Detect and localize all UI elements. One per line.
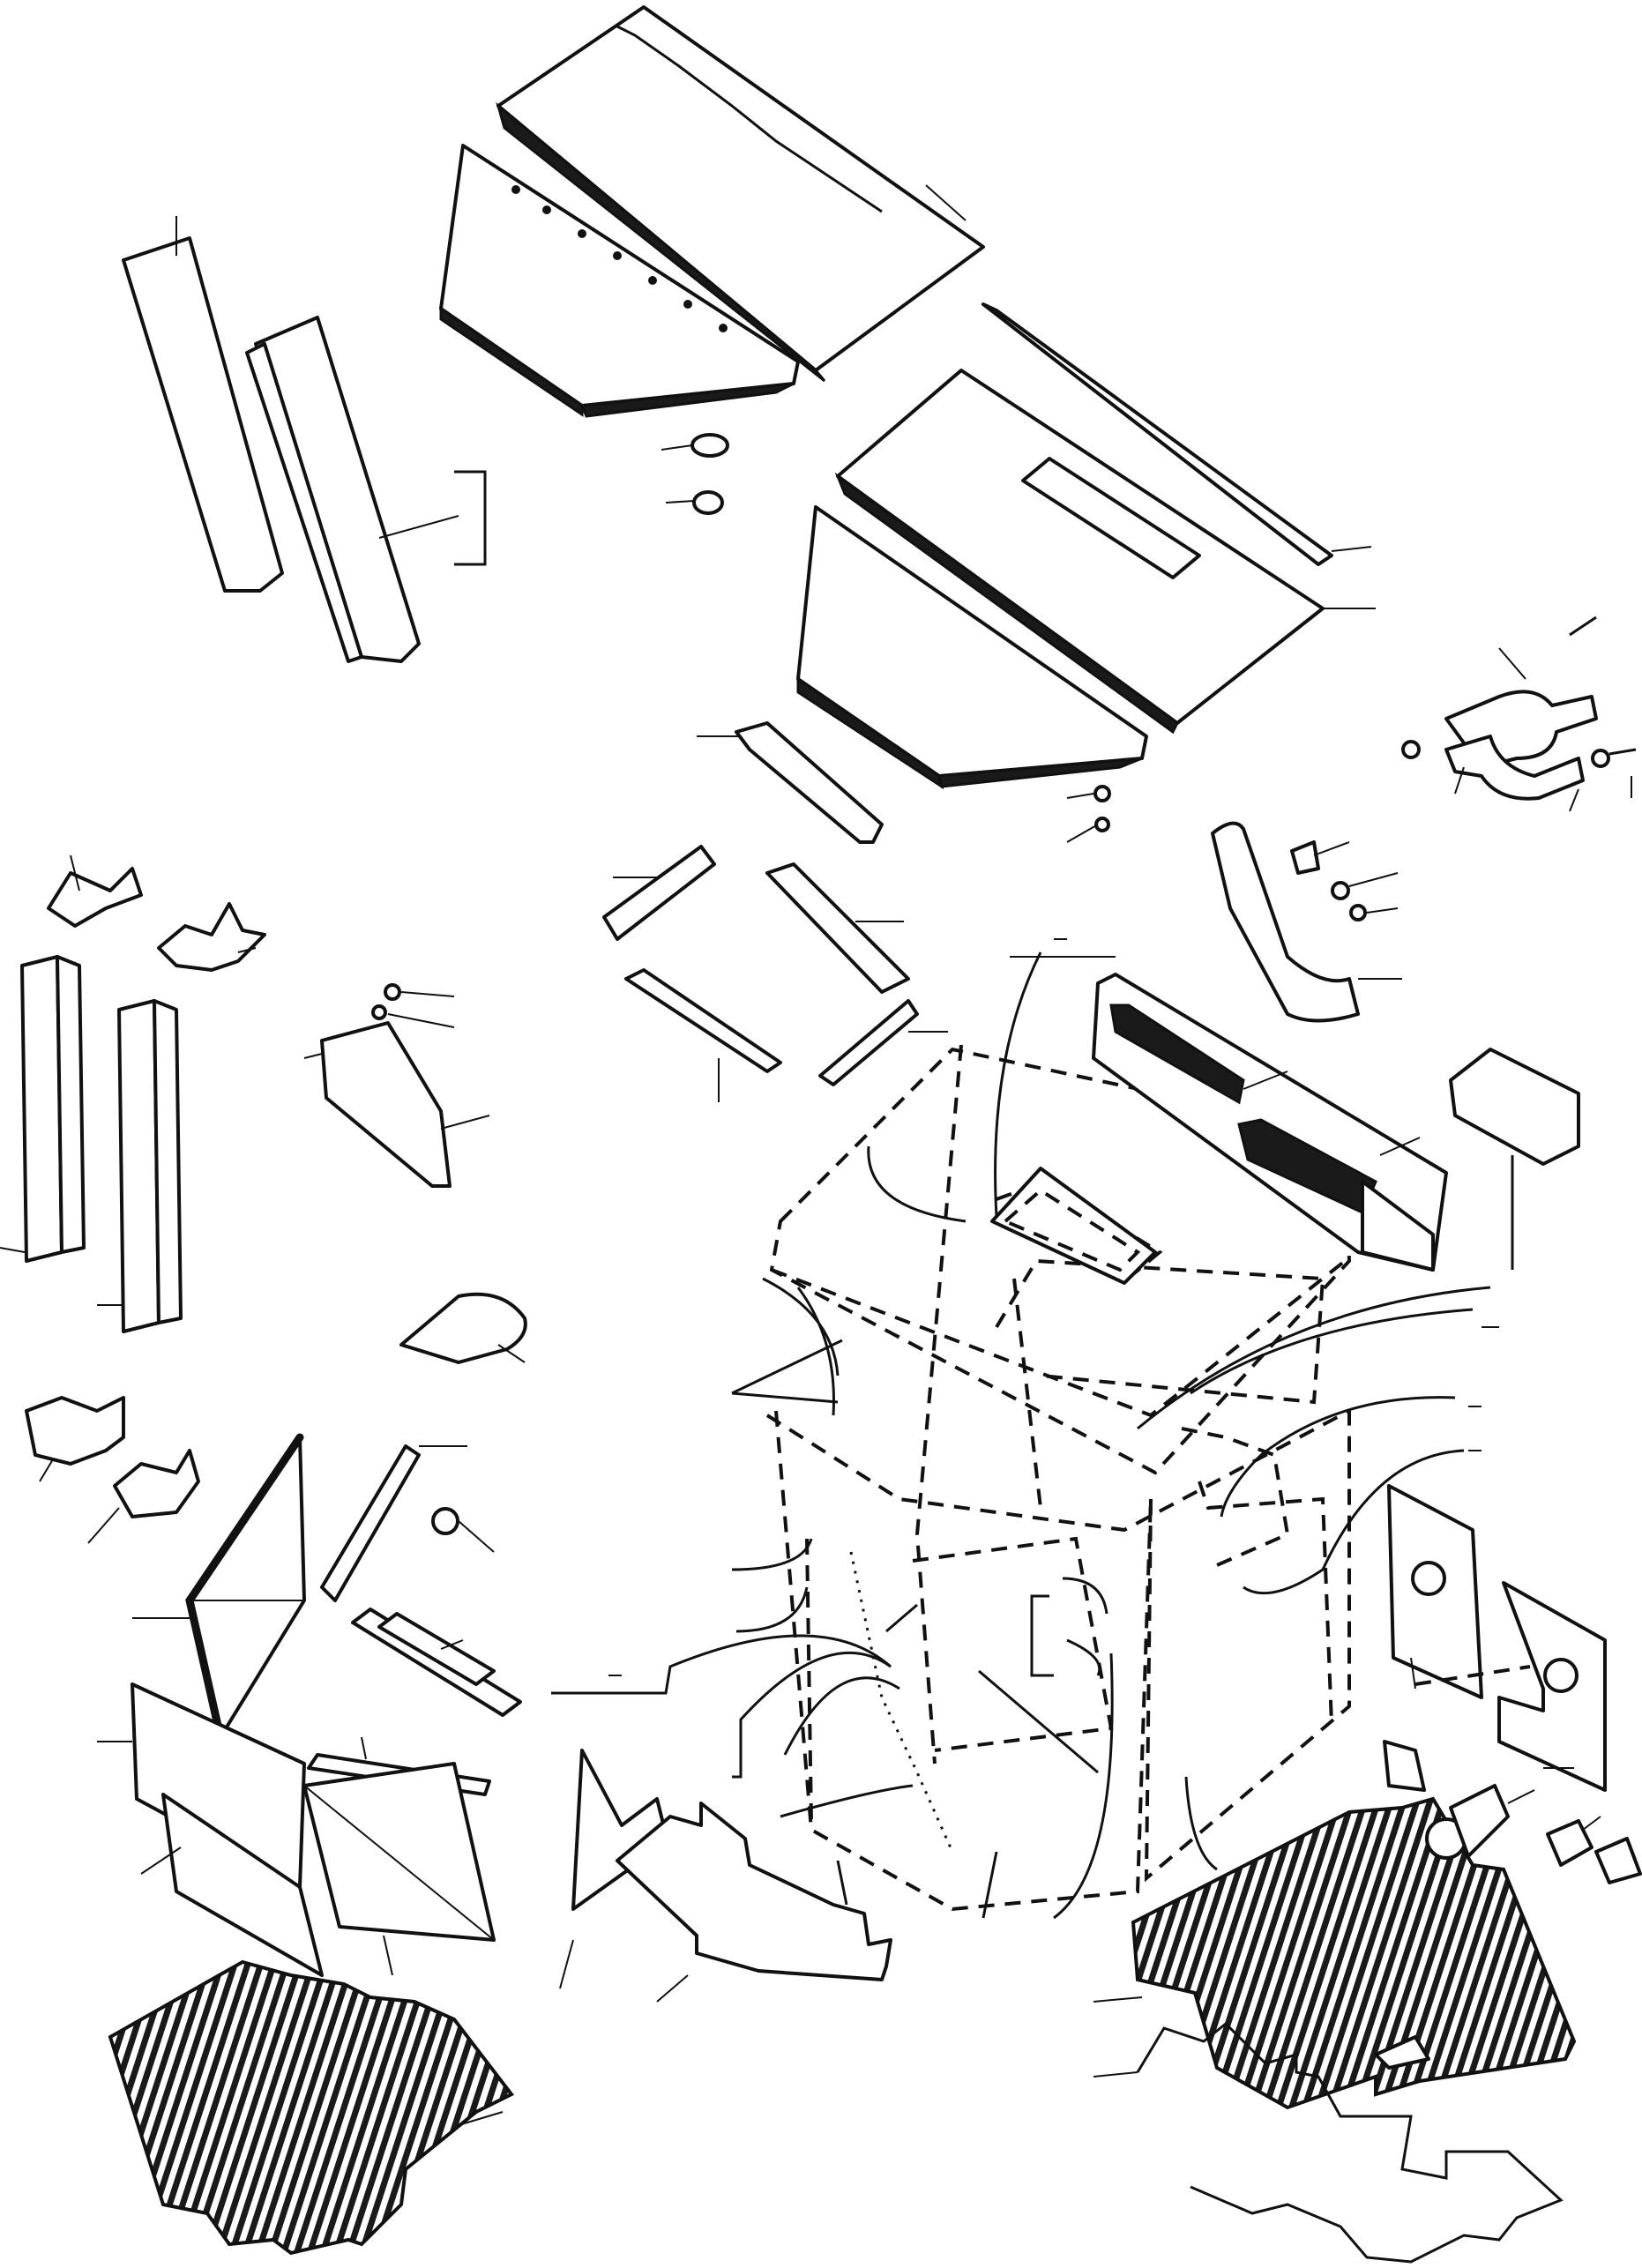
grab-handle (697, 721, 884, 844)
left-small-plates (47, 854, 266, 972)
insulation-sheet (1093, 2021, 1564, 2264)
leader-lines (551, 938, 1499, 1920)
clamp-assembly (1401, 615, 1637, 812)
insulation-pieces-left (25, 1396, 200, 1544)
window-seal (320, 1444, 467, 1602)
bracket-mount (303, 983, 490, 1188)
floor-mat-front (1093, 1784, 1642, 2110)
duct-cover (1211, 821, 1402, 1023)
roof-panel (496, 5, 985, 383)
channel-left (0, 955, 86, 1263)
grommet (431, 1507, 495, 1553)
foam-block (1449, 1048, 1580, 1270)
side-plate-left (1387, 1484, 1483, 1699)
roof-panel-front (439, 144, 800, 418)
trim-strip (981, 302, 1372, 566)
rubber-strip (351, 1608, 522, 1717)
triangular-panel (132, 1433, 306, 1742)
triangle-insulation (302, 1762, 496, 1976)
brackets (602, 845, 948, 1102)
headliner-lower (796, 505, 1148, 790)
roof-fasteners (661, 433, 729, 515)
cab-frame (765, 1044, 1352, 1912)
headliner-upper (834, 369, 1376, 735)
pillar-trims (122, 216, 487, 663)
side-plate-right (1383, 1581, 1607, 1792)
cab-duct-box (990, 1167, 1157, 1285)
instrument-panel (1092, 973, 1448, 1272)
arrow-insulation (559, 1749, 892, 2003)
small-fasteners (1066, 785, 1111, 843)
channel-right (97, 999, 183, 1333)
clip-connector (399, 1292, 527, 1364)
side-panels-lower-left (97, 1682, 324, 1977)
floor-mat-rear (108, 1959, 515, 2256)
